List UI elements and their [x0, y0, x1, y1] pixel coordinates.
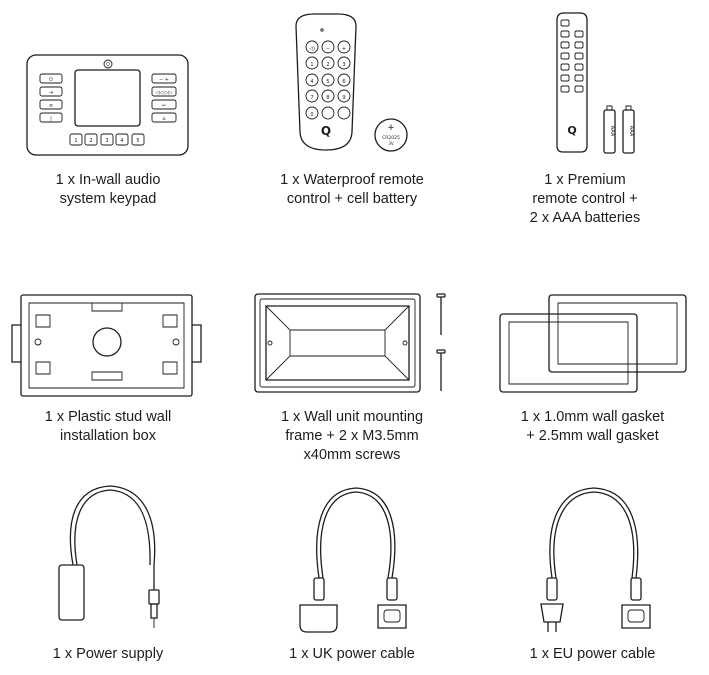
aaa-battery-1-label: AAA — [609, 126, 615, 137]
screw-1 — [437, 294, 445, 335]
keypad-logo: Q — [106, 62, 110, 68]
remote-number-8: 8 — [326, 95, 329, 101]
premium-remote-caption: 1 x Premium remote control + 2 x AAA bat… — [529, 172, 641, 226]
home-icon: ⌂ — [162, 116, 165, 122]
stop-icon: | — [50, 116, 52, 122]
waterproof-remote-logo: Q — [321, 124, 331, 138]
mute-icon: ◁) — [309, 46, 315, 52]
plus-icon: + — [342, 46, 346, 52]
menu-icon: ≡ — [49, 103, 53, 109]
installation-box-caption: 1 x Plastic stud wall installation box — [44, 409, 172, 444]
gaskets-caption: 1 x 1.0mm wall gasket + 2.5mm wall gaske… — [520, 409, 665, 444]
enter-icon: ↵ — [162, 103, 166, 109]
uk-power-cable-caption: 1 x UK power cable — [289, 646, 415, 662]
cell-battery-volt: 3V — [388, 141, 394, 146]
remote-number-6: 6 — [342, 79, 345, 85]
remote-number-3: 3 — [342, 62, 345, 68]
keypad-number-1: 1 — [74, 138, 77, 144]
remote-number-9: 9 — [342, 95, 345, 101]
power-icon: ⏻ — [49, 77, 53, 83]
waterproof-remote-buttons — [306, 41, 350, 119]
remote-number-7: 7 — [310, 95, 313, 101]
remote-number-1: 1 — [310, 62, 313, 68]
volume-icon: − + — [159, 77, 169, 83]
aaa-battery-2-label: AAA — [628, 126, 634, 137]
eu-power-cable-caption: 1 x EU power cable — [529, 646, 656, 662]
keypad-body — [27, 55, 188, 155]
minus-icon: − — [326, 46, 330, 52]
premium-remote-logo: Q — [567, 124, 576, 137]
cell-battery-label: CR2025 — [382, 135, 400, 141]
remote-number-5: 5 — [326, 79, 329, 85]
remote-number-2: 2 — [326, 62, 329, 68]
keypad-number-3: 3 — [105, 138, 108, 144]
power-supply-caption: 1 x Power supply — [52, 646, 164, 662]
mounting-frame-caption: 1 x Wall unit mounting frame + 2 x M3.5m… — [280, 409, 424, 463]
waterproof-remote-caption: 1 x Waterproof remote control + cell bat… — [280, 172, 424, 207]
battery-plus-icon: + — [387, 123, 395, 133]
remote-number-4: 4 — [310, 79, 313, 85]
keypad-number-5: 5 — [136, 138, 139, 144]
skip-icon: ◁◁ ▷▷ — [156, 90, 173, 96]
input-icon: ⇥ — [49, 90, 53, 96]
keypad-number-4: 4 — [120, 138, 123, 144]
keypad-number-2: 2 — [89, 138, 92, 144]
screw-2 — [437, 350, 445, 391]
remote-number-0: 0 — [310, 112, 313, 118]
keypad-caption: 1 x In-wall audio system keypad — [55, 172, 161, 207]
premium-remote-buttons — [561, 20, 583, 92]
